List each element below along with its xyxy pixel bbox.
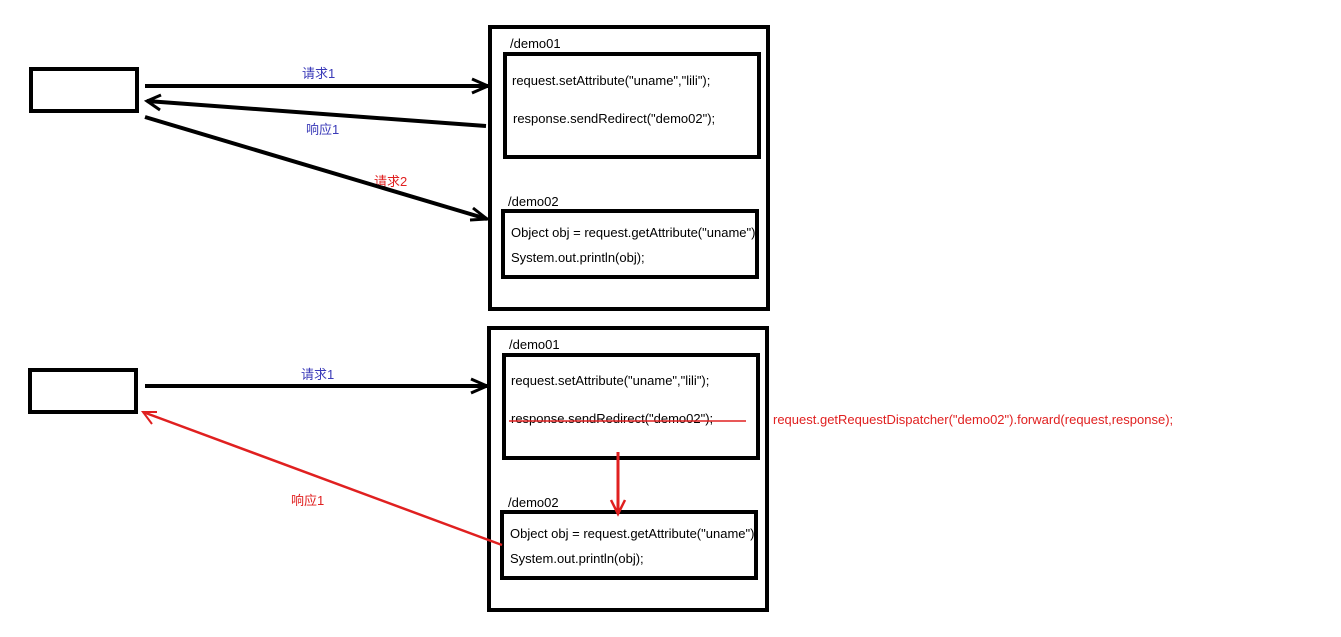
response1-label-top: 响应1 xyxy=(306,122,340,137)
request2-arrowhead-top xyxy=(469,206,492,222)
request1-label-bottom: 请求1 xyxy=(301,367,335,382)
demo01-label-top: /demo01 xyxy=(510,36,561,51)
request1-arrowhead-top xyxy=(471,77,492,95)
forward-arrowhead xyxy=(609,499,627,517)
demo02-code-line2-top: System.out.println(obj); xyxy=(511,250,645,265)
demo01-code-line1-bottom: request.setAttribute("uname","lili"); xyxy=(511,373,710,388)
request1-label-top: 请求1 xyxy=(302,66,336,81)
demo01-code-line2-top: response.sendRedirect("demo02"); xyxy=(513,111,716,126)
server-container-bottom xyxy=(487,326,769,612)
demo02-code-line1-bottom: Object obj = request.getAttribute("uname… xyxy=(510,526,759,541)
demo02-label-top: /demo02 xyxy=(508,194,559,209)
demo01-label-bottom: /demo01 xyxy=(509,337,560,352)
client-box-bottom xyxy=(28,368,138,414)
demo02-box-top xyxy=(501,209,759,279)
forward-code-bottom: request.getRequestDispatcher("demo02").f… xyxy=(773,412,1174,427)
demo02-label-bottom: /demo02 xyxy=(508,495,559,510)
response1-label-bottom: 响应1 xyxy=(291,493,325,508)
response1-arrow-top xyxy=(146,99,487,128)
response1-arrowhead-bottom xyxy=(141,411,157,425)
demo01-box-bottom xyxy=(502,353,760,460)
response1-arrowhead-top xyxy=(143,93,162,112)
request1-arrowhead-bottom xyxy=(470,377,491,395)
request2-arrow-top xyxy=(144,115,488,221)
demo02-code-line2-bottom: System.out.println(obj); xyxy=(510,551,644,566)
demo01-code-line1-top: request.setAttribute("uname","lili"); xyxy=(512,73,711,88)
client-box-top xyxy=(29,67,139,113)
demo01-code-line2-struck-bottom: response.sendRedirect("demo02"); xyxy=(511,411,714,426)
response1-arrow-bottom xyxy=(142,410,503,547)
demo01-box-top xyxy=(503,52,761,159)
demo02-code-line1-top: Object obj = request.getAttribute("uname… xyxy=(511,225,760,240)
request2-label-top: 请求2 xyxy=(374,174,408,189)
server-container-top xyxy=(488,25,770,311)
